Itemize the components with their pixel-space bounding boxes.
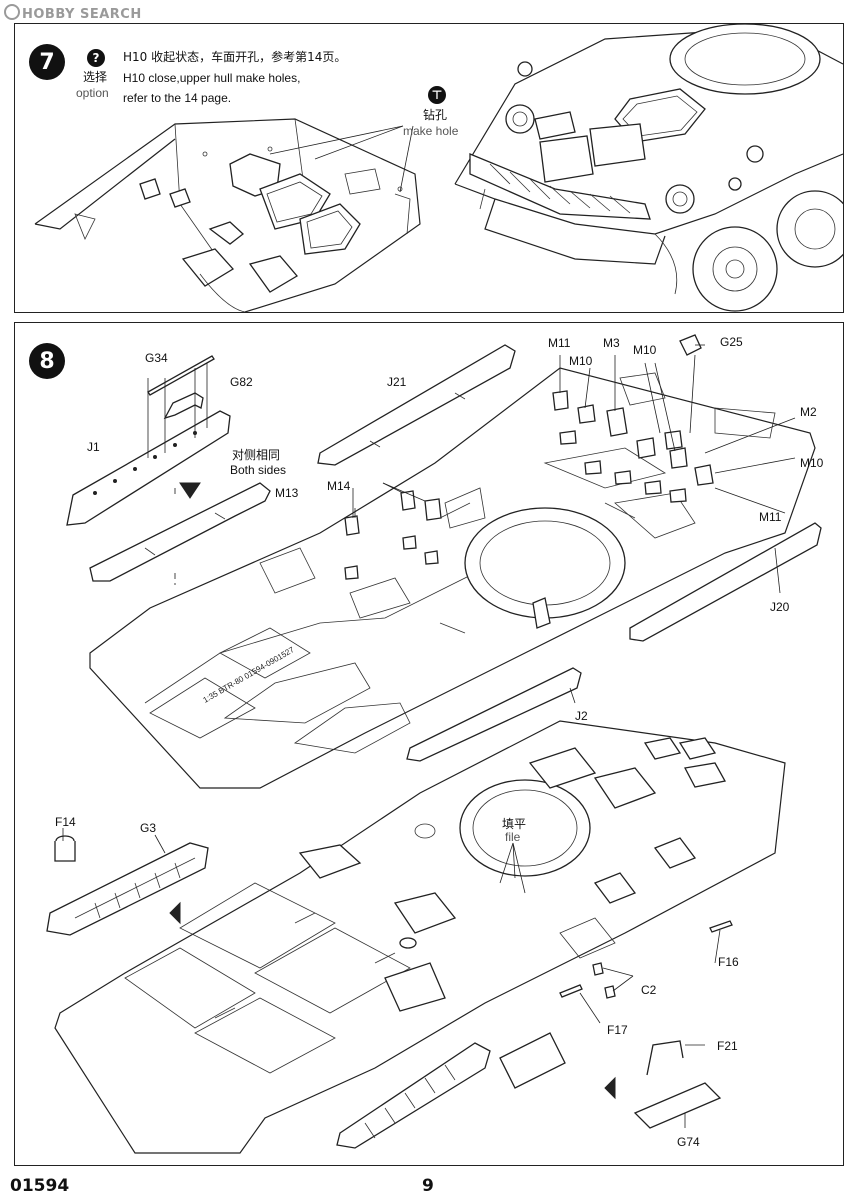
exhaust-part (336, 1042, 491, 1149)
both-sides-zh: 对侧相同 (232, 448, 281, 462)
label-M11-top: M11 (548, 336, 571, 350)
product-code: 01594 (10, 1176, 70, 1196)
step-8-small-parts (344, 334, 714, 629)
lower-hull (54, 720, 786, 1154)
label-M11-right: M11 (759, 510, 782, 524)
part-F21 (646, 1040, 684, 1076)
both-sides-en: Both sides (230, 463, 287, 477)
label-C2: C2 (641, 983, 657, 997)
label-G34: G34 (145, 351, 168, 365)
part-G34 (147, 355, 215, 396)
option-label-en: option (76, 86, 109, 100)
label-M2: M2 (800, 405, 817, 419)
label-G74: G74 (677, 1135, 700, 1149)
label-J21: J21 (387, 375, 407, 389)
step-8-panel: 1:35 BTR-80 01594-0901527 (14, 322, 844, 1166)
file-label-zh: 填平 (502, 817, 527, 831)
step-7-number-badge: 7 (29, 44, 65, 80)
hatch-part (499, 1032, 566, 1089)
step-7-panel: 7 ? 选择 option H10 收起状态，车面开孔，参考第14页。 H10 … (14, 23, 844, 313)
label-M10-right: M10 (800, 456, 824, 470)
label-F16: F16 (718, 955, 739, 969)
watermark-text: HOBBY SEARCH (22, 7, 142, 22)
step-7-instruction-en-line2: refer to the 14 page. (123, 91, 232, 105)
drill-label-zh: 钻孔 (423, 108, 448, 122)
watermark: HOBBY SEARCH (4, 4, 142, 22)
part-F17 (559, 984, 583, 998)
part-F16 (709, 920, 733, 933)
step-8-lower-parts (46, 835, 733, 1149)
label-F17: F17 (607, 1023, 628, 1037)
part-J2 (406, 667, 582, 762)
part-J20 (629, 522, 822, 642)
file-label-en: file (505, 830, 521, 844)
drill-icon: ⊤ (428, 86, 446, 104)
label-M3: M3 (603, 336, 620, 350)
part-C2-a (592, 962, 604, 976)
step-8-number-badge: 8 (29, 343, 65, 379)
label-M13: M13 (275, 486, 299, 500)
part-G82 (163, 392, 204, 420)
arrow-left-icon (169, 901, 181, 925)
step-7-instruction-zh: H10 收起状态，车面开孔，参考第14页。 (123, 50, 347, 64)
part-J1 (66, 410, 231, 526)
drill-label-en: make hole (403, 124, 459, 138)
part-F14-body (54, 841, 76, 862)
arrow-down-icon (179, 482, 201, 499)
arrow-left-icon-2 (604, 1076, 616, 1100)
watermark-logo-icon (4, 4, 20, 20)
part-J21 (317, 344, 516, 466)
part-C2-b (604, 985, 616, 999)
step-7-instruction-en-line1: H10 close,upper hull make holes, (123, 71, 301, 85)
step-7-hull-left (34, 118, 421, 312)
label-F14: F14 (55, 815, 76, 829)
label-G82: G82 (230, 375, 253, 389)
question-icon: ? (87, 49, 105, 67)
step-7-vehicle (454, 24, 843, 312)
option-label-zh: 选择 (83, 70, 108, 84)
label-F21: F21 (717, 1039, 738, 1053)
label-G25: G25 (720, 335, 743, 349)
label-M10-middle: M10 (633, 343, 657, 357)
label-M14: M14 (327, 479, 351, 493)
label-G3: G3 (140, 821, 157, 835)
label-M10-top: M10 (569, 354, 593, 368)
label-J20: J20 (770, 600, 790, 614)
label-J2: J2 (575, 709, 588, 723)
step-8-drawing: 1:35 BTR-80 01594-0901527 (46, 334, 822, 1154)
part-G74 (633, 1082, 722, 1129)
page-number: 9 (422, 1176, 434, 1196)
hull-molded-text: 1:35 BTR-80 01594-0901527 (202, 645, 297, 705)
step-7-drawing (34, 24, 843, 312)
part-left-side-rail (89, 482, 271, 582)
label-J1: J1 (87, 440, 100, 454)
